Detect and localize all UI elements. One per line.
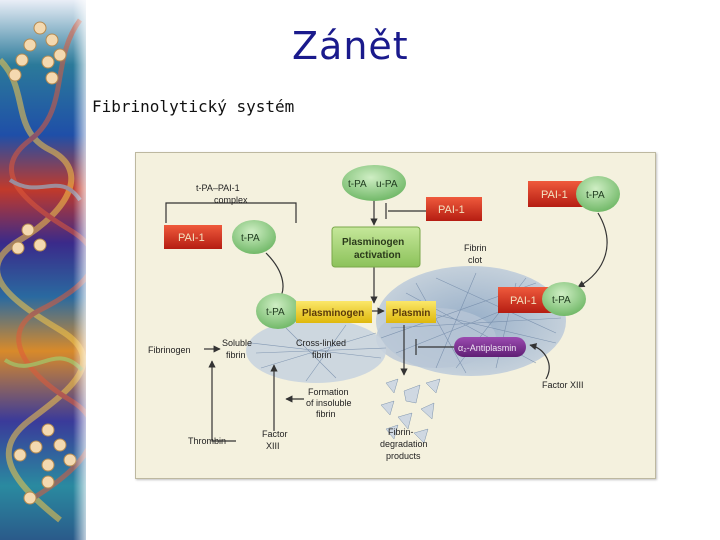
plasmin-box — [386, 301, 436, 323]
pai1-label-clot: PAI-1 — [510, 295, 537, 307]
fibrin-degradation-fragments — [380, 378, 441, 444]
activation-label-1: Plasminogen — [342, 237, 404, 248]
plasmin-label: Plasmin — [392, 308, 430, 319]
diagram-canvas: PAI-1 t-PA t-PA–PAI-1 complex t-PA u-PA … — [148, 165, 620, 461]
antiplasmin-label: α₂-Antiplasmin — [458, 343, 516, 353]
formation-label-2: of insoluble — [306, 398, 352, 408]
tpa-node-plasminogen — [256, 293, 300, 329]
formation-label-1: Formation — [308, 387, 349, 397]
tpa-node-left — [232, 220, 276, 254]
thrombin-label: Thrombin — [188, 436, 226, 446]
soluble-fibrin-label-2: fibrin — [226, 350, 246, 360]
factor-xiii-label-1: Factor — [262, 429, 288, 439]
cross-linked-fibrin-mass — [246, 319, 387, 383]
factor-xiii-right-label: Factor XIII — [542, 380, 584, 390]
tpa-label-plasminogen: t-PA — [266, 307, 285, 318]
antiplasmin-box — [454, 337, 526, 357]
formation-label-3: fibrin — [316, 409, 336, 419]
pai1-label-center: PAI-1 — [438, 204, 465, 216]
fibrinogen-label: Fibrinogen — [148, 345, 191, 355]
pai1-box-center — [426, 197, 482, 221]
tpa-upa-node — [342, 165, 406, 201]
plasminogen-label: Plasminogen — [302, 308, 364, 319]
activation-label-2: activation — [354, 250, 401, 261]
complex-bracket — [165, 202, 297, 223]
factor-xiii-label-2: XIII — [266, 441, 280, 451]
plasminogen-box — [296, 301, 372, 323]
crosslinked-fibrin-label-2: fibrin — [312, 350, 332, 360]
slide-subtitle: Fibrinolytický systém — [92, 97, 295, 116]
tpa-node-right — [576, 176, 620, 212]
degradation-label-2: degradation — [380, 439, 428, 449]
tpa-label-top: t-PA — [348, 179, 367, 190]
pai1-label-right: PAI-1 — [541, 189, 568, 201]
decorative-side-strip — [0, 0, 86, 540]
pai1-box-right — [528, 181, 584, 207]
complex-label-1: t-PA–PAI-1 — [196, 183, 240, 193]
tpa-label-clot: t-PA — [552, 295, 571, 306]
complex-label-2: complex — [214, 195, 248, 205]
degradation-label-3: products — [386, 451, 421, 461]
arrow-tpa-to-clot — [577, 212, 608, 288]
tpa-node-clot — [542, 282, 586, 316]
degradation-label-1: Fibrin- — [388, 427, 414, 437]
soluble-fibrin-label-1: Soluble — [222, 338, 252, 348]
plasminogen-activation-box — [331, 226, 421, 268]
slide-title: Zánět — [292, 24, 409, 68]
arrow-factor-xiii-to-antiplasmin — [529, 343, 550, 380]
arrow-thrombin — [208, 360, 236, 442]
crosslinked-fibrin-label-1: Cross-linked — [296, 338, 346, 348]
tpa-label-left: t-PA — [241, 233, 260, 244]
pai1-label-left: PAI-1 — [178, 232, 205, 244]
tpa-label-right: t-PA — [586, 190, 605, 201]
fibrin-clot-label-1: Fibrin — [464, 243, 487, 253]
fibrinolysis-diagram: PAI-1 t-PA t-PA–PAI-1 complex t-PA u-PA … — [135, 152, 656, 479]
fibrin-clot-label-2: clot — [468, 255, 483, 265]
upa-label-top: u-PA — [376, 179, 398, 190]
pai1-box-left — [164, 225, 222, 249]
molecule-pattern-image — [0, 0, 86, 540]
